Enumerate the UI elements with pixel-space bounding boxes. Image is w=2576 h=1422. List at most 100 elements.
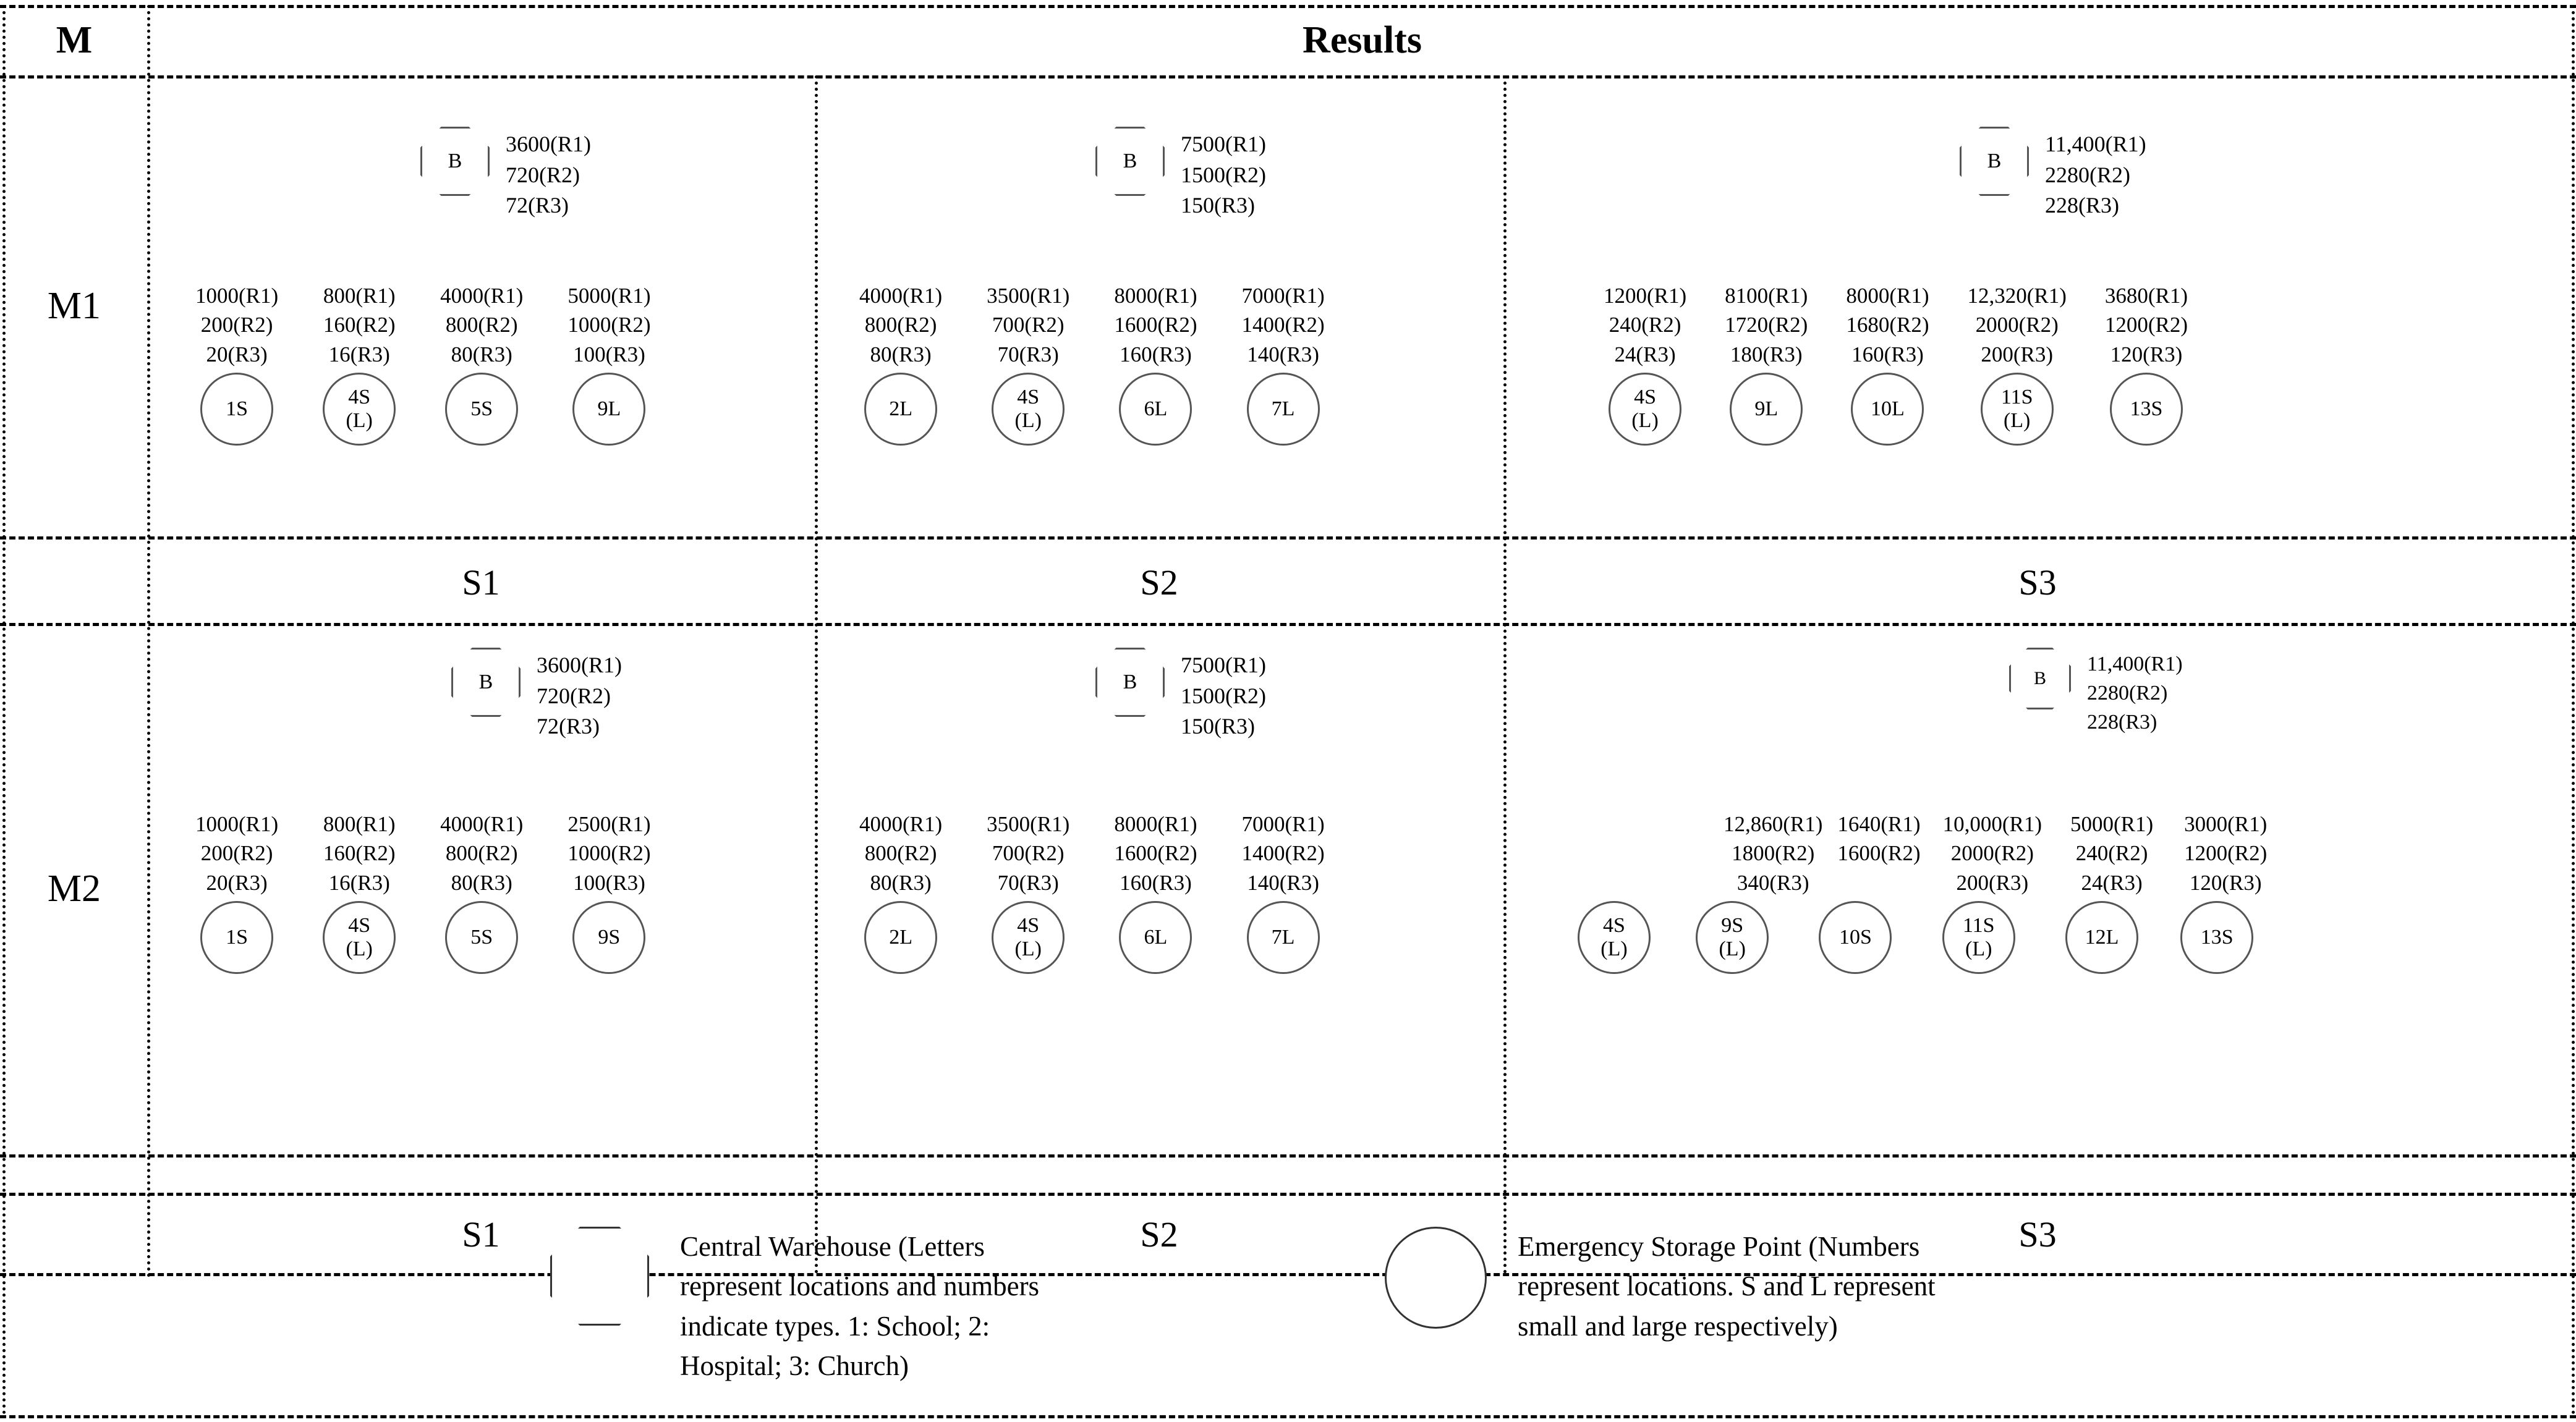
node-value-r3: 80(R3) [451,870,512,895]
node-size-label: (L) [1965,937,1992,960]
node-value-r2: 240(R2) [1609,313,1681,337]
circle-icon: 10L [1851,373,1924,446]
circle-icon: 10S [1819,901,1892,974]
node-label: 7L [1271,397,1295,420]
node-label: 4S [1017,385,1040,408]
node-values: 7000(R1) 1400(R2) 140(R3) [1241,281,1324,373]
node-value-r3: 80(R3) [870,342,932,366]
node-value-r1: 1000(R1) [195,284,279,308]
warehouse-label: B [1123,671,1137,693]
node-m2-s3-0: 4S (L) [1578,810,1651,974]
node-value-r2: 1400(R2) [1241,841,1325,866]
node-label: 9S [598,925,621,949]
divider-below-m2-panels [0,1193,2576,1196]
node-value-r2: 1000(R2) [567,313,651,337]
node-label: 12L [2085,925,2119,949]
node-value-r1: 3500(R1) [987,284,1070,308]
warehouse-values: 3600(R1) 720(R2) 72(R3) [537,648,622,742]
node-value-r2: 160(R2) [323,313,396,337]
node-value-r2: 1600(R2) [1114,841,1197,866]
node-size-label: (L) [1600,937,1628,960]
node-value-r3: 340(R3) [1736,870,1809,895]
warehouse-value-r3: 228(R3) [2045,193,2119,218]
divider-below-m1-scenario-labels [0,623,2576,626]
octagon-icon: B [2009,648,2071,709]
legend-item-emergency-storage-point: Emergency Storage Point (Numbers represe… [1385,1227,1938,1346]
warehouse-value-r1: 7500(R1) [1181,132,1266,156]
scenario-label-m2-s1: S1 [462,1214,500,1255]
warehouse-m2-s3: B 11,400(R1) 2280(R2) 228(R3) [2009,648,2183,737]
node-value-r1: 800(R1) [323,284,396,308]
node-values: 1000(R1) 200(R2) 20(R3) [195,281,278,373]
node-value-r2: 800(R2) [445,841,518,866]
node-value-r2: 200(R2) [200,841,273,866]
node-m2-s2-3: 7000(R1) 1400(R2) 140(R3) 7L [1241,810,1325,974]
spacer-rule [0,1154,2576,1157]
scenario-label-m2-s2: S2 [1140,1214,1178,1255]
circle-icon: 9L [572,373,646,446]
node-value-r2: 1400(R2) [1241,313,1325,337]
circle-icon: 4S (L) [992,901,1065,974]
warehouse-m1-s3: B 11,400(R1) 2280(R2) 228(R3) [1960,127,2146,221]
circle-icon: 4S (L) [1578,901,1651,974]
circle-icon: 4S (L) [1609,373,1682,446]
divider-above-m2-scenario-labels [0,1154,2576,1157]
scenario-label-m1-s2: S2 [1140,562,1178,603]
circle-icon: 11S (L) [1942,901,2015,974]
circle-icon: 4S (L) [323,373,396,446]
warehouse-label: B [1987,150,2002,172]
node-value-r3: 160(R3) [1120,870,1192,895]
warehouse-value-r2: 720(R2) [537,683,611,708]
node-values: 8000(R1) 1680(R2) 160(R3) [1846,281,1929,373]
node-value-r2: 700(R2) [992,841,1065,866]
node-label: 5S [470,397,493,420]
node-value-r1: 3500(R1) [987,812,1070,836]
node-m1-s1-3: 5000(R1) 1000(R2) 100(R3) 9L [567,281,650,446]
circle-icon: 4S (L) [323,901,396,974]
column-divider-method [147,5,150,1278]
warehouse-values: 7500(R1) 1500(R2) 150(R3) [1181,127,1266,221]
warehouse-value-r1: 3600(R1) [537,653,622,677]
warehouse-value-r3: 150(R3) [1181,714,1255,739]
node-label: 13S [2130,397,2163,420]
warehouse-value-r3: 228(R3) [2087,710,2157,734]
node-label: 2L [889,397,912,420]
node-value-r3: 100(R3) [573,342,645,366]
circle-icon: 2L [864,901,938,974]
node-value-r1: 5000(R1) [567,284,651,308]
warehouse-value-r2: 1500(R2) [1181,683,1266,708]
node-value-r1: 3000(R1) [2184,812,2268,836]
node-value-r1: 5000(R1) [2070,812,2154,836]
node-label: 4S [348,913,371,937]
node-value-r1: 1000(R1) [195,812,279,836]
nodes-m2-s2: 4000(R1) 800(R2) 80(R3) 2L 3500(R1) 700(… [859,810,1325,974]
warehouse-value-r3: 72(R3) [537,714,600,739]
warehouse-m2-s1: B 3600(R1) 720(R2) 72(R3) [451,648,622,742]
warehouse-label: B [448,150,462,172]
node-value-r3: 24(R3) [1614,342,1676,366]
node-m1-s3-2: 8000(R1) 1680(R2) 160(R3) 10L [1846,281,1929,446]
table-border-left [2,5,6,1415]
node-values: 4000(R1) 800(R2) 80(R3) [859,281,942,373]
node-m1-s2-3: 7000(R1) 1400(R2) 140(R3) 7L [1241,281,1325,446]
page-title: Results [1303,19,1422,61]
node-value-r3: 200(R3) [1956,870,2029,895]
node-value-r3: 160(R3) [1120,342,1192,366]
node-values: 4000(R1) 800(R2) 80(R3) [859,810,942,901]
circle-icon: 6L [1119,901,1192,974]
method-label-m1: M1 [47,284,101,327]
node-m1-s1-1: 800(R1) 160(R2) 16(R3) 4S (L) [323,281,396,446]
octagon-icon: B [1095,648,1165,717]
octagon-icon: B [1095,127,1165,196]
nodes-m2-s1: 1000(R1) 200(R2) 20(R3) 1S 800(R1) 160(R… [195,810,650,974]
warehouse-m2-s2: B 7500(R1) 1500(R2) 150(R3) [1095,648,1266,742]
node-values: 12,860(R1) 1800(R2) 340(R3) [1724,810,1822,901]
circle-icon: 7L [1246,373,1320,446]
node-values: 8100(R1) 1720(R2) 180(R3) [1725,281,1808,373]
circle-icon: 5S [445,373,519,446]
node-m1-s2-2: 8000(R1) 1600(R2) 160(R3) 6L [1114,281,1197,446]
circle-icon: 5S [445,901,519,974]
circle-icon: 12L [2065,901,2139,974]
node-values: 1200(R1) 240(R2) 24(R3) [1604,281,1686,373]
node-value-r3: 80(R3) [451,342,512,366]
